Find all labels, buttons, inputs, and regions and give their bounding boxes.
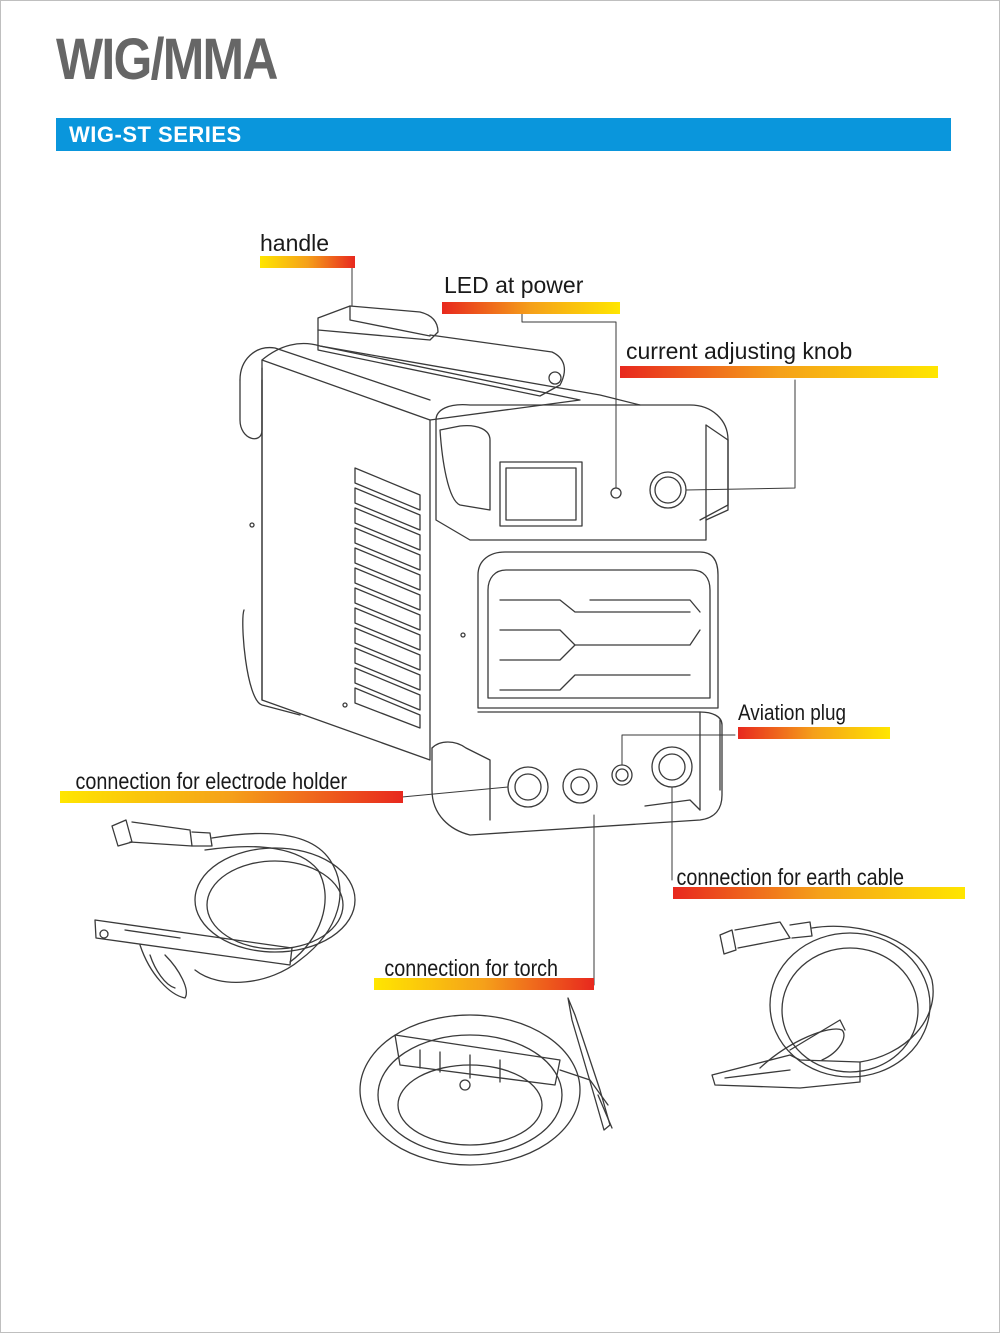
callout-handle-text: handle [260, 230, 330, 256]
callout-torch: connection for torch [374, 955, 594, 990]
callout-led-stripe [442, 302, 620, 314]
page-title: WIG/MMA [56, 27, 278, 92]
callout-earth: connection for earth cable [673, 864, 965, 899]
side-vents [354, 467, 421, 729]
callout-led-text: LED at power [444, 272, 584, 298]
front-panel [477, 551, 719, 709]
callout-aviation: Aviation plug [738, 700, 890, 739]
callout-torch-stripe [374, 978, 594, 990]
callout-electrode-stripe [60, 791, 403, 803]
front-frame-top [435, 404, 729, 521]
callout-knob: current adjusting knob [620, 338, 938, 378]
earth-socket [651, 746, 693, 788]
leader-lines [351, 261, 796, 986]
handle-grip [317, 305, 439, 341]
callout-torch-text: connection for torch [384, 955, 559, 981]
rear-frame [239, 347, 431, 401]
callout-aviation-stripe [738, 727, 890, 739]
earth-clamp-cable [711, 921, 934, 1089]
aviation-plug-socket [611, 764, 633, 786]
series-banner: WIG-ST SERIES [56, 118, 951, 151]
led-indicator [610, 487, 622, 499]
callout-knob-stripe [620, 366, 938, 378]
torch-socket [562, 768, 598, 804]
callout-aviation-text: Aviation plug [738, 700, 846, 725]
display-window [499, 461, 583, 527]
callout-earth-stripe [673, 887, 965, 899]
callout-earth-text: connection for earth cable [676, 864, 905, 890]
callout-electrode-text: connection for electrode holder [75, 768, 348, 794]
welder-machine [239, 305, 729, 836]
front-frame-bottom [431, 711, 723, 836]
callout-knob-text: current adjusting knob [626, 338, 853, 364]
electrode-socket [507, 766, 549, 808]
callout-electrode: connection for electrode holder [60, 768, 403, 803]
electrode-holder-cable [94, 819, 356, 999]
callout-handle: handle [260, 230, 355, 268]
tig-torch [359, 997, 613, 1166]
callout-handle-stripe [260, 256, 355, 268]
callout-led: LED at power [442, 272, 620, 314]
series-title: WIG-ST SERIES [69, 122, 242, 147]
